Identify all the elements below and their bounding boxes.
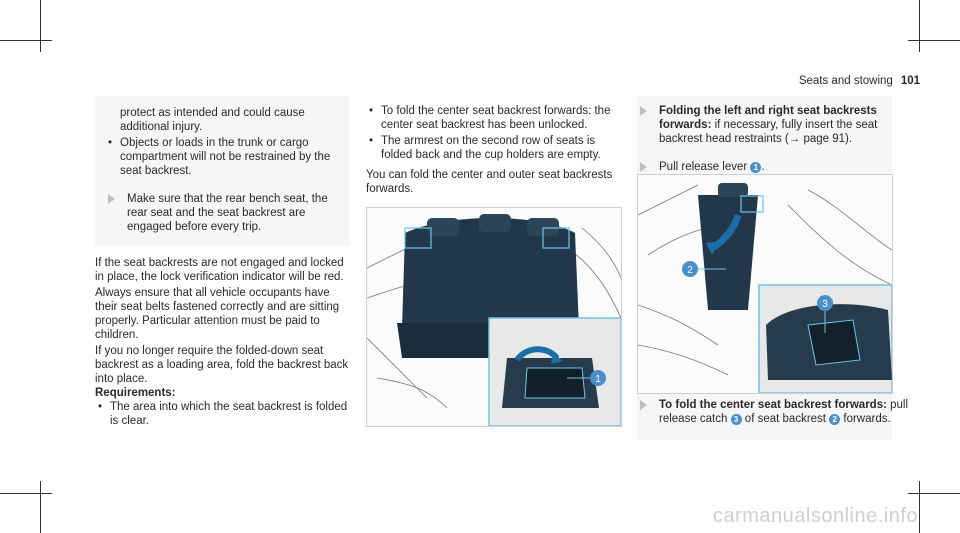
crop-mark: [919, 481, 920, 533]
middle-column: To fold the center seat backrest forward…: [366, 104, 621, 196]
page-header: Seats and stowing 101: [799, 74, 920, 88]
box-step-text: Make sure that the rear bench seat, the …: [127, 193, 328, 233]
requirements-heading: Requirements:: [95, 387, 176, 399]
paragraph: If the seat backrests are not engaged an…: [95, 257, 344, 283]
instruction-step: To fold the center seat backrest forward…: [637, 398, 909, 426]
watermark: carmanualsonline.info: [712, 505, 918, 527]
requirement-bullet: The armrest on the second row of seats i…: [366, 134, 621, 162]
instruction-step: Folding the left and right seat backrest…: [637, 104, 888, 146]
warning-box: protect as intended and could cause addi…: [95, 96, 350, 246]
paragraph: You can fold the center and outer seat b…: [366, 169, 613, 195]
step-text: ).: [845, 133, 853, 145]
callout-number: 2: [687, 265, 693, 276]
step-arrow-icon: [640, 162, 647, 172]
step-text: Pull release lever: [659, 161, 751, 173]
step-text: if necessary, fully insert the seat back…: [659, 119, 878, 145]
crop-mark: [908, 493, 960, 494]
left-column: protect as intended and could cause addi…: [95, 96, 350, 428]
step-text: of seat backrest: [741, 413, 830, 425]
step-heading: To fold the center seat backrest forward…: [659, 399, 887, 411]
step-text: .: [761, 161, 765, 173]
box-paragraph: protect as intended and could cause addi…: [120, 107, 305, 133]
callout-number: 3: [822, 299, 828, 310]
paragraph: If you no longer require the folded-down…: [95, 345, 349, 385]
step-heading: Folding the left and right seat backrest…: [659, 105, 877, 131]
crop-mark: [40, 481, 41, 533]
section-title: Seats and stowing: [798, 75, 893, 87]
callout-number: 3: [730, 414, 742, 425]
requirement-bullet: The area into which the seat backrest is…: [95, 400, 350, 428]
rear-seat-illustration: 1: [366, 207, 622, 427]
crop-mark: [919, 0, 920, 52]
seat-drawing: 1: [367, 214, 621, 426]
step-arrow-icon: [640, 400, 647, 410]
requirement-bullet: To fold the center seat backrest forward…: [366, 104, 621, 132]
step-text: forwards.: [840, 413, 891, 425]
release-drawing: 2 3: [638, 183, 892, 393]
callout-number: 2: [829, 414, 841, 425]
box-step: Make sure that the rear bench seat, the …: [105, 192, 342, 234]
crop-mark: [0, 493, 52, 494]
crop-mark: [40, 0, 41, 52]
box-bullet: Objects or loads in the trunk or cargo c…: [105, 136, 342, 178]
callout-number: 1: [750, 162, 762, 173]
crop-mark: [908, 40, 960, 41]
crop-mark: [0, 40, 52, 41]
step-text: pull release catch: [659, 399, 909, 425]
page-number: 101: [900, 75, 920, 87]
paragraph: Always ensure that all vehicle occupants…: [95, 287, 340, 341]
step-arrow-icon: [108, 194, 115, 204]
step-arrow-icon: [640, 106, 647, 116]
seat-release-illustration: 2 3: [637, 174, 893, 394]
callout-number: 1: [595, 374, 601, 385]
instruction-step: Pull release lever 1.: [637, 160, 888, 174]
page-reference-link[interactable]: → page 91: [788, 133, 846, 145]
